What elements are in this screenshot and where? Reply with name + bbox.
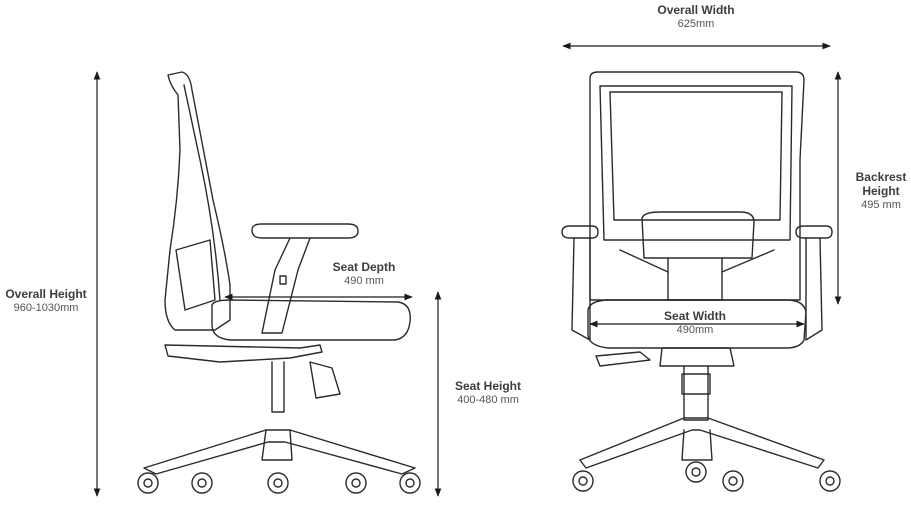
side-backrest [164, 71, 231, 331]
front-armrest-left [561, 225, 599, 239]
side-seat [211, 299, 411, 341]
front-armrest-right [795, 225, 833, 239]
side-armrest-pad [251, 223, 359, 239]
front-seat [587, 299, 807, 349]
overall-height-label: Overall Height 960-1030mm [0, 287, 92, 315]
side-armrest-post [261, 237, 311, 334]
seat-width-value: 490mm [676, 324, 714, 336]
overall-height-value: 960-1030mm [13, 302, 79, 314]
side-base [143, 429, 416, 475]
front-backrest-frame [589, 71, 805, 301]
seat-width-title: Seat Width [664, 309, 726, 323]
overall-width-label: Overall Width 625mm [636, 3, 756, 31]
seat-depth-title: Seat Depth [332, 260, 396, 274]
side-casters [137, 472, 421, 494]
backrest-height-title-line1: Backrest [855, 170, 907, 184]
backrest-height-value: 495 mm [861, 199, 901, 211]
seat-width-label: Seat Width 490mm [645, 309, 745, 337]
seat-height-value: 400-480 mm [457, 394, 519, 406]
front-view-chair [561, 71, 841, 492]
backrest-height-title-line2: Height [862, 184, 900, 198]
front-lumbar [641, 211, 755, 259]
overall-width-value: 625mm [677, 18, 715, 30]
seat-height-title: Seat Height [454, 379, 521, 393]
overall-width-title: Overall Width [657, 3, 735, 17]
side-view-chair [137, 71, 421, 494]
seat-height-label: Seat Height 400-480 mm [440, 379, 536, 407]
front-base [579, 417, 825, 469]
seat-depth-label: Seat Depth 490 mm [318, 260, 410, 288]
front-casters [572, 461, 841, 492]
overall-height-title: Overall Height [5, 287, 87, 301]
backrest-height-label: Backrest Height 495 mm [848, 170, 911, 212]
seat-depth-value: 490 mm [344, 275, 384, 287]
dimension-lines [93, 42, 842, 497]
